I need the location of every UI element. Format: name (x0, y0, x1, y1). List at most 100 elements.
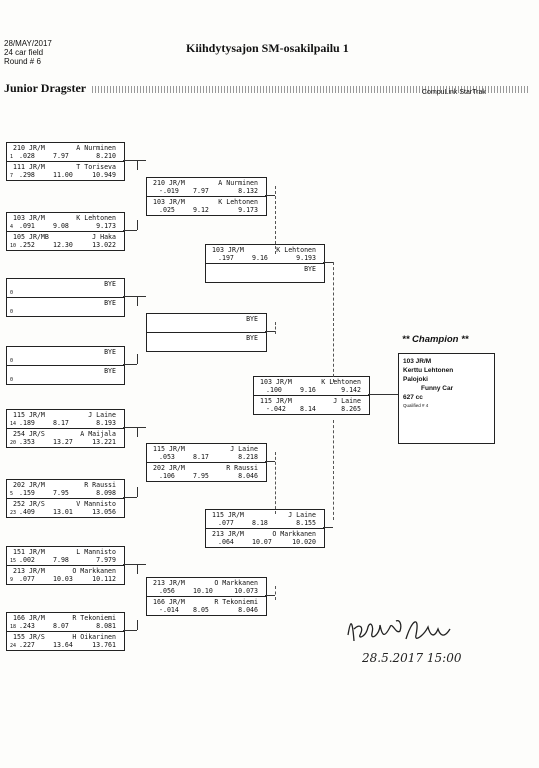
signature-scribble (347, 619, 451, 642)
dashed-connector (275, 186, 276, 254)
connector-line (137, 160, 146, 161)
elapsed-time: 8.05 (193, 606, 209, 614)
driver-name: K Lehtonen (321, 378, 361, 386)
connector-line (123, 230, 137, 231)
car-class: JR/S (29, 633, 45, 641)
champion-engine: 627 cc (403, 394, 423, 401)
speed: 13.022 (92, 241, 116, 249)
connector-line (323, 527, 333, 528)
car-number: 155 (13, 633, 25, 641)
reaction-time: .002 (19, 556, 35, 564)
driver-name: O Markkanen (214, 579, 258, 587)
event-title: Kiihdytysajon SM-osakilpailu 1 (186, 41, 349, 55)
car-number: 213 (13, 567, 25, 575)
racer-row: BYE (147, 314, 266, 332)
lane-number: 9 (10, 577, 14, 583)
car-class: JR/M (29, 481, 45, 489)
driver-name: O Markkanen (272, 530, 316, 538)
reaction-time: .159 (19, 489, 35, 497)
lane-number: 10 (10, 243, 17, 249)
speed: 8.193 (96, 419, 116, 427)
connector-line (137, 620, 138, 630)
driver-name: BYE (246, 334, 258, 342)
car-class: JR/M (29, 411, 45, 419)
lane-number: 18 (10, 624, 17, 630)
connector-line (137, 296, 138, 306)
race-date: 28/MAY/2017 (4, 39, 52, 48)
reaction-time: .409 (19, 508, 35, 516)
lane-number: 15 (10, 558, 17, 564)
connector-line (137, 354, 138, 364)
car-number: 254 (13, 430, 25, 438)
driver-name: J Laine (288, 511, 316, 519)
lane-number: 14 (10, 421, 17, 427)
car-class: JR/M (228, 511, 244, 519)
signature-date: 28.5.2017 15:00 (362, 651, 462, 665)
speed: 8.210 (96, 152, 116, 160)
elapsed-time: 9.16 (252, 254, 268, 262)
driver-name: A Nurminen (218, 179, 258, 187)
elapsed-time: 8.17 (53, 419, 69, 427)
car-class: JR/M (29, 144, 45, 152)
car-number: 213 (153, 579, 165, 587)
car-class: JR/MB (29, 233, 49, 241)
dashed-connector (275, 586, 276, 600)
driver-name: J Laine (230, 445, 258, 453)
dashed-connector (275, 452, 276, 514)
reaction-time: .025 (159, 206, 175, 214)
car-number: 115 (212, 511, 224, 519)
reaction-time: .298 (19, 171, 35, 179)
car-class: JR/S (29, 500, 45, 508)
car-number: 166 (153, 598, 165, 606)
connector-line (123, 160, 137, 161)
speed: 13.221 (92, 438, 116, 446)
car-class: JR/M (169, 579, 185, 587)
reaction-time: .227 (19, 641, 35, 649)
driver-name: A Nurminen (76, 144, 116, 152)
elapsed-time: 7.95 (193, 472, 209, 480)
speed: 13.761 (92, 641, 116, 649)
driver-name: R Tekoniemi (72, 614, 116, 622)
reaction-time: -.019 (159, 187, 179, 195)
speed: 10.073 (234, 587, 258, 595)
driver-name: T Toriseva (76, 163, 116, 171)
speed: 7.979 (96, 556, 116, 564)
speed: 8.132 (238, 187, 258, 195)
elapsed-time: 9.16 (300, 386, 316, 394)
elapsed-time: 8.07 (53, 622, 69, 630)
car-number: 103 (13, 214, 25, 222)
car-class: JR/M (228, 246, 244, 254)
champion-heading: ** Champion ** (402, 334, 469, 345)
speed: 9.142 (341, 386, 361, 394)
lane-number: 5 (10, 491, 14, 497)
reaction-time: -.042 (266, 405, 286, 413)
car-number: 202 (13, 481, 25, 489)
driver-name: J Laine (88, 411, 116, 419)
connector-line (137, 427, 138, 437)
reaction-time: .100 (266, 386, 282, 394)
reaction-time: .353 (19, 438, 35, 446)
car-number: 105 (13, 233, 25, 241)
car-class: JR/M (29, 614, 45, 622)
round-number: Round # 6 (4, 57, 41, 66)
connector-line (137, 564, 138, 574)
driver-name: BYE (104, 348, 116, 356)
connector-line (137, 564, 146, 565)
driver-name: R Raussi (84, 481, 116, 489)
lane-number: 0 (10, 358, 14, 364)
reaction-time: .197 (218, 254, 234, 262)
car-class: JR/M (29, 567, 45, 575)
